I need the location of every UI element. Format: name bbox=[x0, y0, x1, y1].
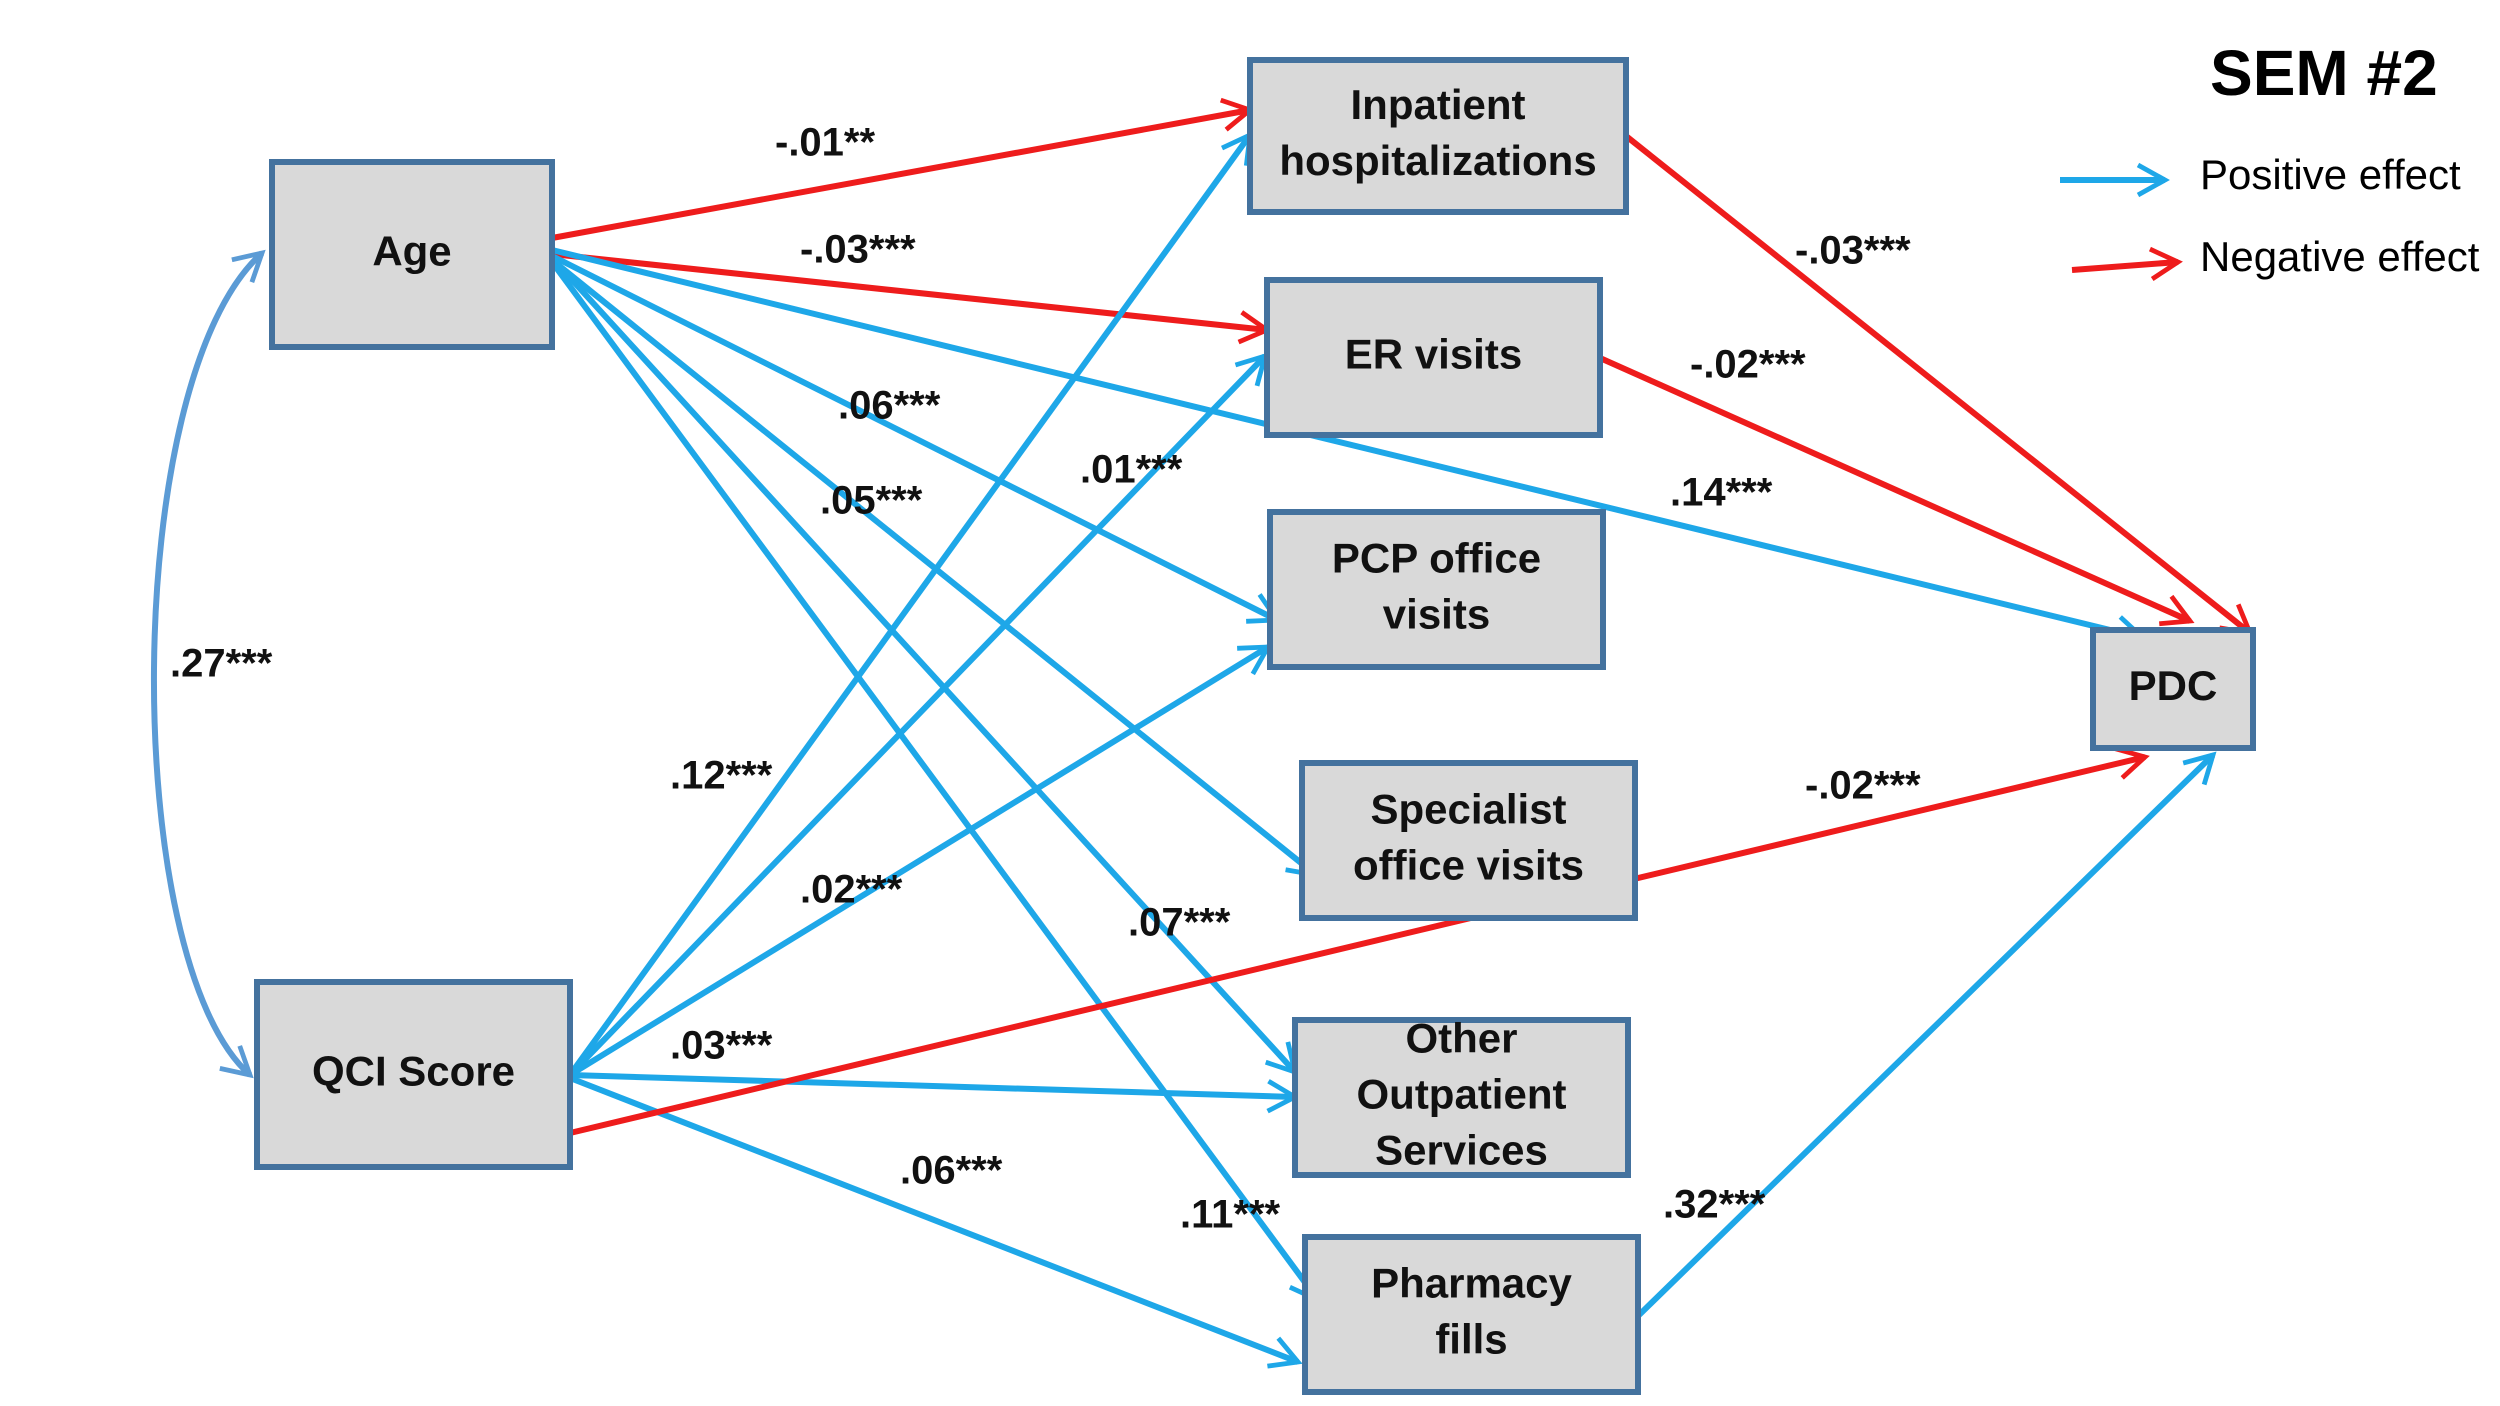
node-pdc: PDC bbox=[2090, 627, 2256, 751]
edge-age-pharmacy bbox=[549, 260, 1321, 1304]
node-box-other bbox=[1292, 1017, 1631, 1178]
node-label-age: Age bbox=[372, 228, 451, 275]
node-pcp: PCP office visits bbox=[1267, 509, 1606, 670]
node-label-er: ER visits bbox=[1345, 331, 1522, 378]
covariance-label: .27*** bbox=[170, 642, 273, 686]
edge-qci-er bbox=[567, 352, 1269, 1078]
node-qci: QCI Score bbox=[254, 979, 573, 1170]
edge-inpatient-pdc bbox=[1624, 133, 2254, 637]
node-label-inpatient: Inpatient bbox=[1351, 81, 1526, 128]
edge-label-age-inpatient: -.01** bbox=[775, 121, 875, 165]
node-specialist: Specialist office visits bbox=[1299, 760, 1638, 921]
node-label-pharmacy: Pharmacy bbox=[1371, 1260, 1572, 1307]
edge-label-age-pharmacy: .11*** bbox=[1180, 1193, 1281, 1237]
node-box-qci bbox=[254, 979, 573, 1170]
edge-er-pdc bbox=[1598, 355, 2195, 627]
node-label-pdc: PDC bbox=[2129, 662, 2218, 709]
edge-label-age-other: .07*** bbox=[1128, 901, 1231, 945]
node-label-other: Services bbox=[1375, 1127, 1548, 1174]
edge-qci-pharmacy bbox=[568, 1075, 1303, 1369]
edge-label-age-pdc: .14*** bbox=[1670, 471, 1773, 515]
edge-age-inpatient bbox=[551, 97, 1255, 241]
covariance-curve bbox=[150, 249, 266, 1079]
node-label-pcp: visits bbox=[1383, 591, 1490, 638]
coefficient-labels: -.01** -.03*** .06*** .05*** .07*** .11*** .14… bbox=[170, 121, 1921, 1237]
node-box-pdc bbox=[2090, 627, 2256, 751]
node-label-qci: QCI Score bbox=[312, 1048, 515, 1095]
edge-qci-pdc bbox=[569, 746, 2150, 1136]
node-box-er bbox=[1264, 277, 1603, 438]
node-box-pcp bbox=[1267, 509, 1606, 670]
node-label-inpatient: hospitalizations bbox=[1279, 137, 1596, 184]
edge-label-qci-pdc: -.02*** bbox=[1805, 764, 1921, 808]
node-box-specialist bbox=[1299, 760, 1638, 921]
legend-negative-arrow bbox=[2071, 246, 2183, 281]
node-label-other: Outpatient bbox=[1357, 1071, 1567, 1118]
legend-negative-label: Negative effect bbox=[2200, 233, 2480, 280]
legend: Positive effect Negative effect bbox=[2060, 151, 2480, 281]
edge-label-er-pdc: -.02*** bbox=[1690, 343, 1806, 387]
node-label-specialist: Specialist bbox=[1370, 786, 1566, 833]
node-er: ER visits bbox=[1264, 277, 1603, 438]
node-label-specialist: office visits bbox=[1353, 842, 1584, 889]
edge-label-inpatient-pdc: -.03*** bbox=[1795, 229, 1911, 273]
edge-qci-pcp bbox=[568, 644, 1273, 1078]
edge-age-er bbox=[551, 251, 1272, 345]
path-arrows bbox=[150, 97, 2254, 1369]
node-inpatient: Inpatient hospitalizations bbox=[1247, 57, 1629, 215]
edge-qci-inpatient bbox=[567, 130, 1253, 1077]
legend-positive-label: Positive effect bbox=[2200, 151, 2461, 198]
edge-label-qci-er: .01*** bbox=[1080, 448, 1183, 492]
edge-label-pharmacy-pdc: .32*** bbox=[1663, 1183, 1766, 1227]
node-pharmacy: Pharmacy fills bbox=[1302, 1234, 1641, 1395]
node-box-age bbox=[269, 159, 555, 350]
node-box-inpatient bbox=[1247, 57, 1629, 215]
edge-label-qci-pharmacy: .06*** bbox=[900, 1149, 1003, 1193]
diagram-title: SEM #2 bbox=[2210, 37, 2438, 109]
edge-label-age-pcp: .06*** bbox=[838, 384, 941, 428]
edge-qci-other bbox=[569, 1072, 1300, 1114]
edge-age-other bbox=[549, 255, 1299, 1076]
edge-label-qci-pcp: .02*** bbox=[800, 868, 903, 912]
edge-age-pdc bbox=[551, 247, 2148, 649]
edge-label-qci-inpatient: .12*** bbox=[670, 754, 773, 798]
node-age: Age bbox=[269, 159, 555, 350]
edge-label-age-er: -.03*** bbox=[800, 228, 916, 272]
edge-age-pcp bbox=[550, 253, 1282, 624]
edge-label-age-specialist: .05*** bbox=[820, 479, 923, 523]
node-box-pharmacy bbox=[1302, 1234, 1641, 1395]
edge-label-qci-other: .03*** bbox=[670, 1024, 773, 1068]
node-label-other: Other bbox=[1405, 1015, 1517, 1062]
node-label-pharmacy: fills bbox=[1435, 1316, 1507, 1363]
edge-pharmacy-pdc bbox=[1635, 751, 2217, 1319]
node-label-pcp: PCP office bbox=[1332, 535, 1541, 582]
